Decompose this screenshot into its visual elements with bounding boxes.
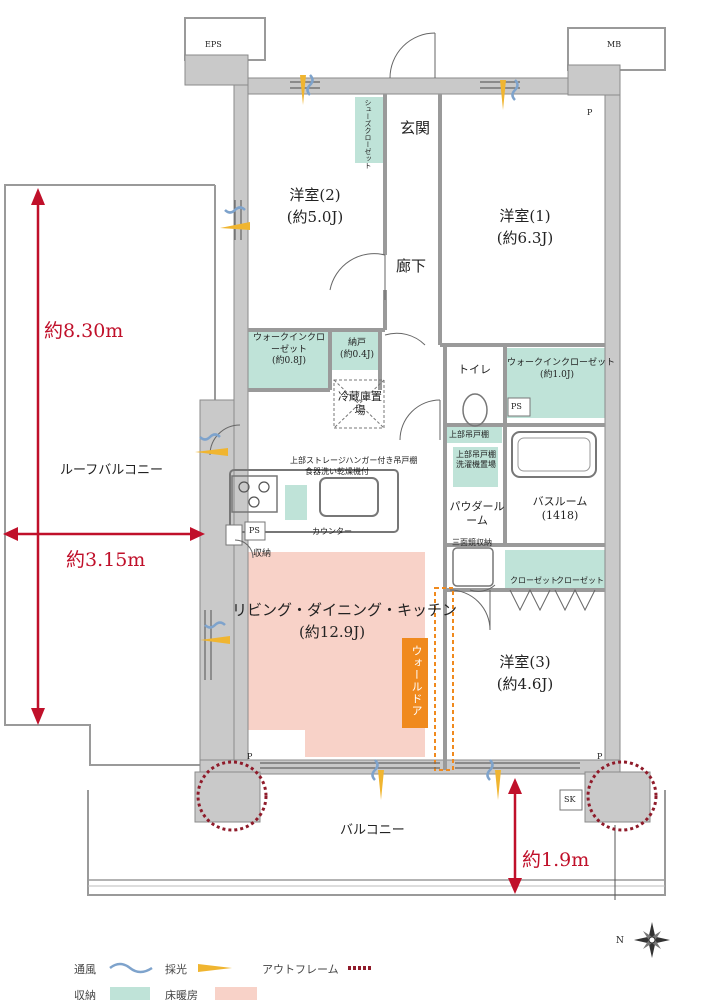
roof-balcony-outline <box>4 184 215 766</box>
nando-label: 納戸 (約0.4J) <box>334 338 380 361</box>
p-label-top: P <box>587 108 593 117</box>
ldk-room: リビング・ダイニング・キッチン (約12.9J) <box>232 600 458 644</box>
legend-storage-swatch <box>110 987 150 1000</box>
washer-area <box>453 447 498 487</box>
sink <box>319 477 379 517</box>
shoe-closet-label: シューズクローゼット <box>364 99 372 169</box>
wic-right-name: ウォークインクローゼット <box>507 358 616 368</box>
wall-door-label: ウォールドア <box>410 645 423 717</box>
stove <box>231 475 278 513</box>
western1-size: (約6.3J) <box>496 228 554 247</box>
eps-label: EPS <box>205 40 222 49</box>
ldk-name: リビング・ダイニング・キッチン <box>232 601 458 619</box>
bath-name: バスルーム <box>532 495 588 508</box>
wic-left-area <box>248 330 330 390</box>
toilet-fixture <box>462 393 488 427</box>
western1-name: 洋室(1) <box>499 207 551 225</box>
fridge-space <box>333 379 385 429</box>
western2-room: 洋室(2) (約5.0J) <box>280 185 350 229</box>
powder-label: パウダールーム <box>449 500 505 528</box>
legend-ventilation-icon <box>109 962 153 974</box>
windows <box>204 81 580 769</box>
mb-label: MB <box>607 40 622 49</box>
mb-box <box>567 27 666 71</box>
ldk-size: (約12.9J) <box>298 622 366 641</box>
closet-area <box>505 550 605 588</box>
corridor-label: 廊下 <box>396 257 427 275</box>
eps-box <box>184 17 266 61</box>
legend-floor-heating-label: 床暖房 <box>165 989 198 1000</box>
washer-shelf-text: 上部吊戸棚 <box>456 450 496 459</box>
closet-label-2: クローゼット <box>556 576 604 585</box>
western3-name: 洋室(3) <box>499 653 551 671</box>
interior-walls <box>248 94 605 770</box>
western2-size: (約5.0J) <box>286 207 344 226</box>
kitchen-note2: 食器洗い乾燥機付 <box>305 467 369 476</box>
ventilation-marks <box>199 74 519 781</box>
dimension-arrows <box>3 188 522 894</box>
upper-shelf-area <box>447 425 502 443</box>
balcony-label: バルコニー <box>340 823 405 838</box>
p-label-left: P <box>247 752 253 761</box>
wall-door-bar <box>402 638 428 728</box>
nando-area <box>332 330 380 370</box>
legend-lighting-icon <box>198 964 232 972</box>
storage-small-area <box>285 485 307 520</box>
upper-shelf-label: 上部吊戸棚 <box>449 430 489 439</box>
legend-ventilation-label: 通風 <box>74 963 96 976</box>
toilet-label: トイレ <box>458 363 491 376</box>
ps-label-right: PS <box>511 402 522 411</box>
fridge-label: 冷蔵庫置場 <box>338 390 382 418</box>
p-label-right: P <box>597 752 603 761</box>
kitchen-note1: 上部ストレージハンガー付き吊戸棚 <box>290 456 418 465</box>
balcony-depth-dimension: 約1.9m <box>522 849 590 871</box>
washer-label: 上部吊戸棚 洗濯機置場 <box>455 450 497 471</box>
wic-left-size: (約0.8J) <box>272 356 306 367</box>
roof-balcony-label: ルーフバルコニー <box>60 463 163 478</box>
bath-size: (1418) <box>541 509 579 523</box>
floor-heating-area <box>245 552 425 757</box>
legend-floor-heating-swatch <box>215 987 257 1000</box>
compass-north-label: N <box>616 936 624 946</box>
counter-label: カウンター <box>312 527 352 536</box>
entrance-label: 玄関 <box>400 119 431 137</box>
sk-label: SK <box>564 795 576 804</box>
western3-size: (約4.6J) <box>496 674 554 693</box>
outframe-circles <box>196 760 658 832</box>
powder-sink <box>452 547 494 587</box>
balcony-outline <box>87 790 666 896</box>
legend-outframe-label: アウトフレーム <box>262 963 339 976</box>
compass-icon <box>634 922 670 958</box>
washer-text: 洗濯機置場 <box>456 460 496 470</box>
lighting-marks <box>195 75 506 800</box>
nando-name: 納戸 <box>347 338 366 348</box>
storage-label: 収納 <box>253 549 272 559</box>
closet-label-1: クローゼット <box>510 576 558 585</box>
legend-lighting-label: 採光 <box>165 963 187 976</box>
mirror-storage-label: 三面鏡収納 <box>452 538 492 547</box>
exterior-walls <box>184 54 651 823</box>
wic-right-label: ウォークインクローゼット (約1.0J) <box>507 358 616 381</box>
western3-room: 洋室(3) (約4.6J) <box>485 652 565 696</box>
bathtub <box>511 431 597 478</box>
door-swings <box>209 32 496 631</box>
kitchen-counter <box>229 469 399 533</box>
nando-size: (約0.4J) <box>340 349 374 360</box>
roof-width-dimension: 約3.15m <box>66 549 146 571</box>
legend-storage-label: 収納 <box>74 989 96 1000</box>
western2-name: 洋室(2) <box>289 186 341 204</box>
roof-depth-dimension: 約8.30m <box>44 320 124 342</box>
shoe-closet-area <box>355 97 385 163</box>
wic-left-label: ウォークインクローゼット (約0.8J) <box>252 333 326 368</box>
western1-room: 洋室(1) (約6.3J) <box>485 206 565 250</box>
wic-left-name: ウォークインクローゼット <box>252 333 325 355</box>
bath-label: バスルーム (1418) <box>520 495 600 524</box>
ps-label-kitchen: PS <box>249 526 260 535</box>
wic-right-size: (約1.0J) <box>540 369 574 380</box>
wall-door-outline <box>434 587 454 771</box>
